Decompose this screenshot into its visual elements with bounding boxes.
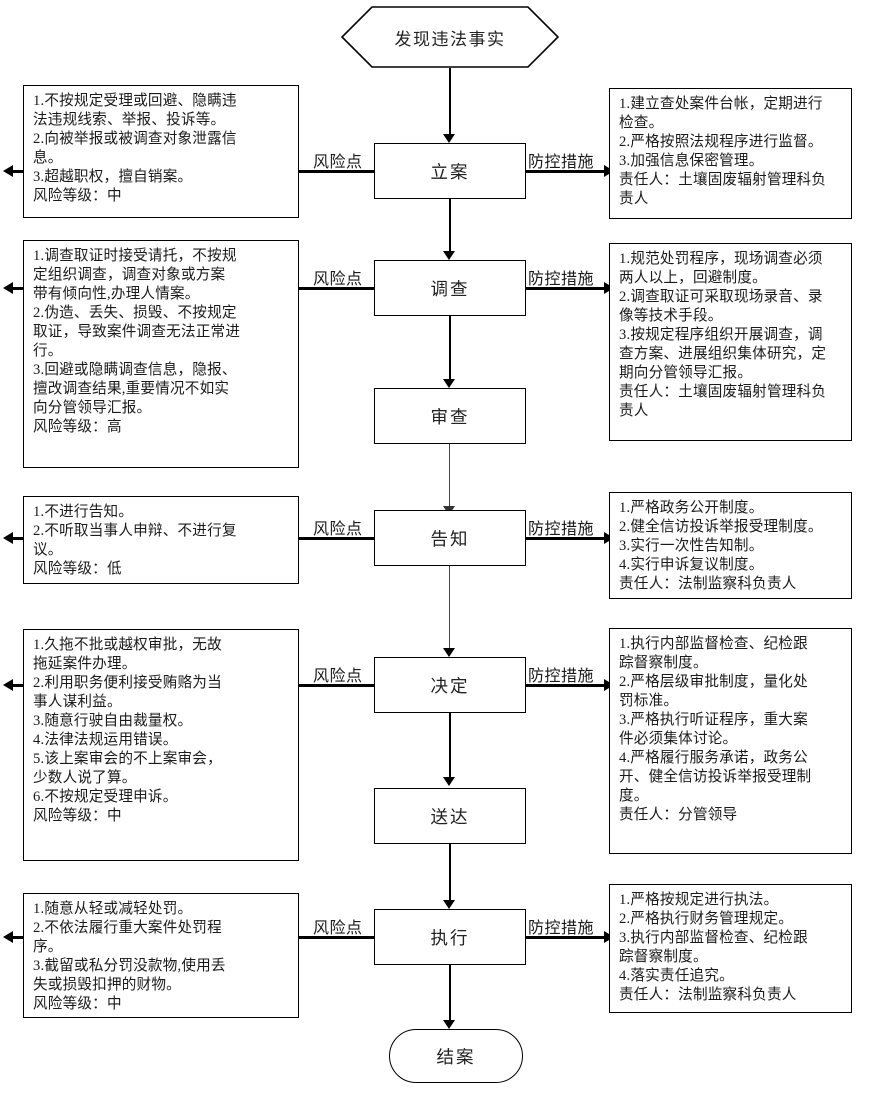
measure-box-gaoZhi: 1.严格政务公开制度。 2.健全信访投诉举报受理制度。 3.实行一次性告知制。 …	[609, 492, 852, 599]
label-measure-gaoZhi: 防控措施	[528, 521, 595, 538]
process-label-liAn: 立案	[430, 161, 470, 182]
branch-line-measure-gaoZhi	[526, 537, 608, 540]
end-label: 结案	[436, 1046, 476, 1067]
connector-start-to-liAn	[449, 68, 451, 134]
process-label-zhiXing: 执行	[430, 927, 470, 948]
branch-line-measure-liAn	[526, 170, 608, 173]
arrowhead-diaoCha-to-shenCha	[443, 379, 455, 388]
risk-box-liAn: 1.不按规定受理或回避、隐瞒违 法违规线索、举报、投诉等。 2.向被举报或被调查…	[23, 85, 299, 218]
arrowhead-jueDing-to-songDa	[443, 777, 455, 786]
connector-zhiXing-to-end	[449, 965, 451, 1020]
label-risk-jueDing: 风险点	[313, 668, 363, 685]
label-measure-zhiXing: 防控措施	[528, 920, 595, 937]
hexagon-shape	[341, 6, 559, 68]
label-risk-gaoZhi: 风险点	[313, 521, 363, 538]
connector-diaoCha-to-shenCha	[449, 316, 451, 379]
measure-box-diaoCha: 1.规范处罚程序，现场调查必须 两人以上，回避制度。 2.调查取证可采取现场录音…	[609, 243, 852, 441]
process-label-diaoCha: 调查	[430, 278, 470, 299]
process-box-diaoCha[interactable]: 调查	[374, 260, 526, 316]
arrowhead-risk-diaoCha	[3, 282, 13, 294]
process-box-shenCha[interactable]: 审查	[374, 388, 526, 444]
process-label-shenCha: 审查	[430, 406, 470, 427]
process-label-gaoZhi: 告知	[430, 528, 470, 549]
connector-gaoZhi-to-jueDing	[449, 566, 451, 656]
arrowhead-risk-zhiXing	[3, 931, 13, 943]
branch-line-measure-jueDing	[526, 684, 608, 687]
arrowhead-start-to-liAn	[443, 134, 455, 143]
label-risk-zhiXing: 风险点	[313, 920, 363, 937]
arrowhead-zhiXing-to-end	[443, 1020, 455, 1029]
process-box-jueDing[interactable]: 决定	[374, 657, 526, 713]
label-measure-liAn: 防控措施	[528, 154, 595, 171]
label-measure-diaoCha: 防控措施	[528, 271, 595, 288]
label-risk-liAn: 风险点	[313, 154, 363, 171]
arrowhead-liAn-to-diaoCha	[443, 251, 455, 260]
connector-liAn-to-diaoCha	[449, 199, 451, 251]
arrowhead-gaoZhi-to-jueDing	[443, 648, 455, 657]
measure-box-zhiXing: 1.严格按规定进行执法。 2.严格执行财务管理规定。 3.执行内部监督检查、纪检…	[609, 884, 852, 1013]
arrowhead-risk-jueDing	[3, 679, 13, 691]
process-box-gaoZhi[interactable]: 告知	[374, 510, 526, 566]
risk-box-zhiXing: 1.随意从轻或减轻处罚。 2.不依法履行重大案件处罚程 序。 3.截留或私分罚没…	[23, 893, 299, 1018]
arrowhead-risk-liAn	[3, 165, 13, 177]
label-measure-jueDing: 防控措施	[528, 668, 595, 685]
connector-jueDing-to-songDa	[449, 713, 451, 777]
start-label: 发现违法事实	[394, 29, 506, 49]
arrowhead-risk-gaoZhi	[3, 532, 13, 544]
end-terminator: 结案	[389, 1029, 523, 1083]
process-label-jueDing: 决定	[430, 675, 470, 696]
process-box-liAn[interactable]: 立案	[374, 143, 526, 199]
connector-shenCha-to-gaoZhi	[449, 444, 451, 506]
risk-box-jueDing: 1.久拖不批或越权审批，无故 拖延案件办理。 2.利用职务便利接受贿赂为当 事人…	[23, 629, 299, 861]
branch-line-measure-diaoCha	[526, 287, 608, 290]
start-terminator: 发现违法事实	[341, 6, 559, 68]
process-box-songDa[interactable]: 送达	[374, 788, 526, 844]
label-risk-diaoCha: 风险点	[313, 271, 363, 288]
measure-box-liAn: 1.建立查处案件台帐，定期进行 检查。 2.严格按照法规程序进行监督。 3.加强…	[609, 88, 852, 219]
connector-songDa-to-zhiXing	[449, 844, 451, 900]
risk-box-diaoCha: 1.调查取证时接受请托，不按规 定组织调查，调查对象或方案 带有倾向性,办理人情…	[23, 240, 299, 468]
process-box-zhiXing[interactable]: 执行	[374, 909, 526, 965]
risk-box-gaoZhi: 1.不进行告知。 2.不听取当事人申辩、不进行复 议。 风险等级：低	[23, 496, 299, 584]
process-label-songDa: 送达	[430, 806, 470, 827]
arrowhead-songDa-to-zhiXing	[443, 900, 455, 909]
branch-line-measure-zhiXing	[526, 936, 608, 939]
measure-box-jueDing: 1.执行内部监督检查、纪检跟 踪督察制度。 2.严格层级审批制度，量化处 罚标准…	[609, 628, 852, 854]
